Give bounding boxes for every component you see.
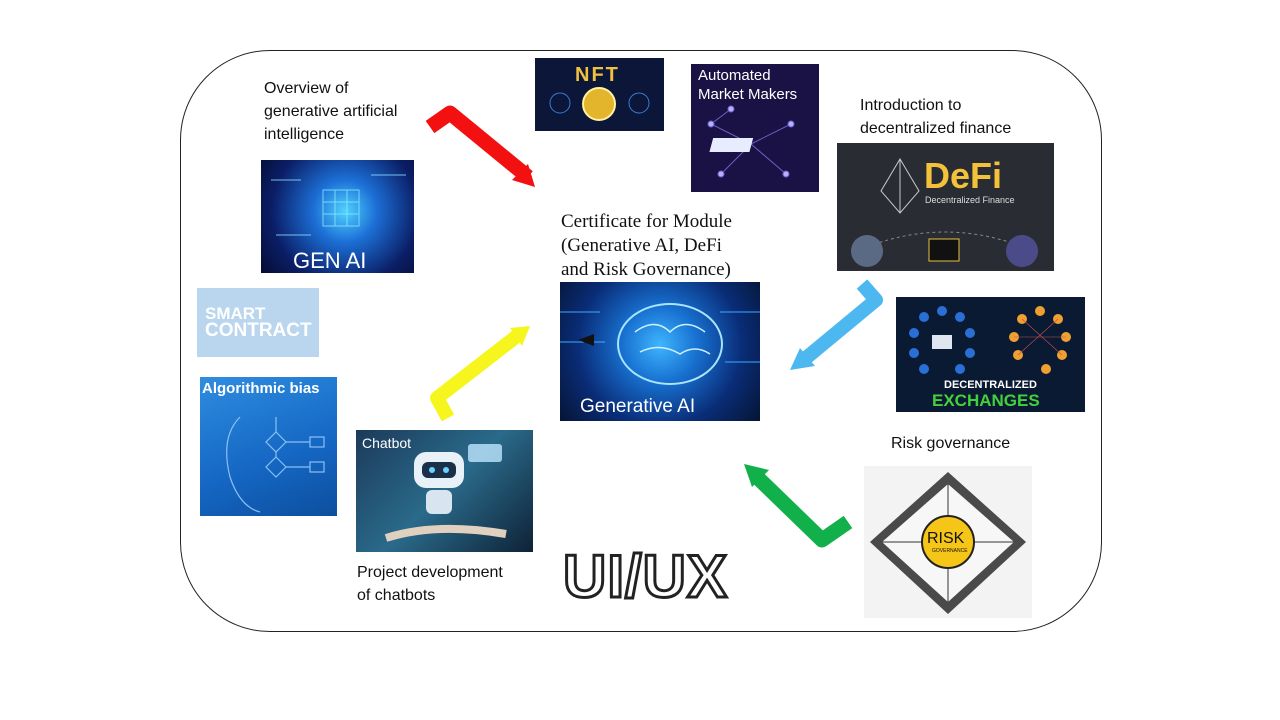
brain-graphic: [560, 303, 760, 385]
gen-ai-overview-label: Overview of generative artificial intell…: [264, 80, 398, 143]
risk-governance-label: Risk governance: [891, 435, 1011, 452]
uiux-image: UI/UX: [563, 546, 745, 606]
defi-subtitle: Decentralized Finance: [925, 195, 1015, 205]
nft-image: NFT: [535, 58, 664, 131]
center-title: Certificate for Module (Generative AI, D…: [561, 211, 732, 280]
algorithmic-bias-image: Algorithmic bias: [200, 377, 337, 516]
blue-arrowhead: [790, 348, 815, 370]
chatbot-text: Chatbot: [362, 435, 412, 451]
gen-ai-text: GEN AI: [293, 248, 367, 273]
nft-coin-graphic: [549, 87, 650, 121]
risk-subtext: GOVERNANCE: [932, 548, 968, 554]
dex-image: DECENTRALIZED EXCHANGES: [896, 297, 1085, 412]
gen-ai-image: GEN AI: [261, 160, 414, 273]
yellow-arrow: [430, 330, 522, 422]
generative-ai-image: Generative AI: [560, 282, 760, 421]
chatbot-image: Chatbot: [356, 430, 533, 552]
nft-text: NFT: [575, 64, 620, 86]
smart-contract-image: SMART CONTRACT: [197, 288, 319, 357]
defi-intro-label: Introduction to decentralized finance: [860, 97, 1012, 137]
smart-contract-text-line1: SMART: [205, 304, 266, 323]
uiux-text: UI/UX: [563, 546, 729, 606]
dex-text-line2: EXCHANGES: [932, 391, 1040, 410]
cube-grid-graphic: [271, 174, 406, 236]
flowchart-head-graphic: [226, 416, 325, 513]
risk-text: RISK: [927, 530, 965, 547]
defi-image: DeFi Decentralized Finance: [837, 143, 1054, 271]
red-arrowhead: [512, 164, 535, 187]
amm-image: Automated Market Makers: [691, 64, 819, 192]
algorithmic-bias-text: Algorithmic bias: [202, 380, 320, 397]
dex-text-line1: DECENTRALIZED: [944, 379, 1037, 391]
chatbots-project-label: Project development of chatbots: [357, 564, 503, 604]
red-arrow: [425, 105, 533, 183]
smart-contract-text-line2: CONTRACT: [205, 320, 312, 341]
dex-rings-graphic: [909, 306, 1071, 374]
defi-text: DeFi: [924, 155, 1003, 196]
green-arrowhead: [744, 464, 769, 487]
blue-arrow: [801, 279, 883, 364]
risk-diamond-graphic: [870, 472, 1026, 614]
risk-governance-image: RISK GOVERNANCE: [864, 466, 1032, 618]
amm-text: Automated Market Makers: [698, 67, 798, 103]
amm-network-graphic: [707, 105, 795, 178]
generative-ai-text: Generative AI: [580, 396, 696, 417]
rounded-frame: [180, 50, 1102, 632]
green-arrow: [751, 471, 853, 548]
robot-graphic: [384, 444, 507, 542]
defi-graphic: [851, 158, 1038, 267]
yellow-arrowhead: [510, 326, 530, 346]
